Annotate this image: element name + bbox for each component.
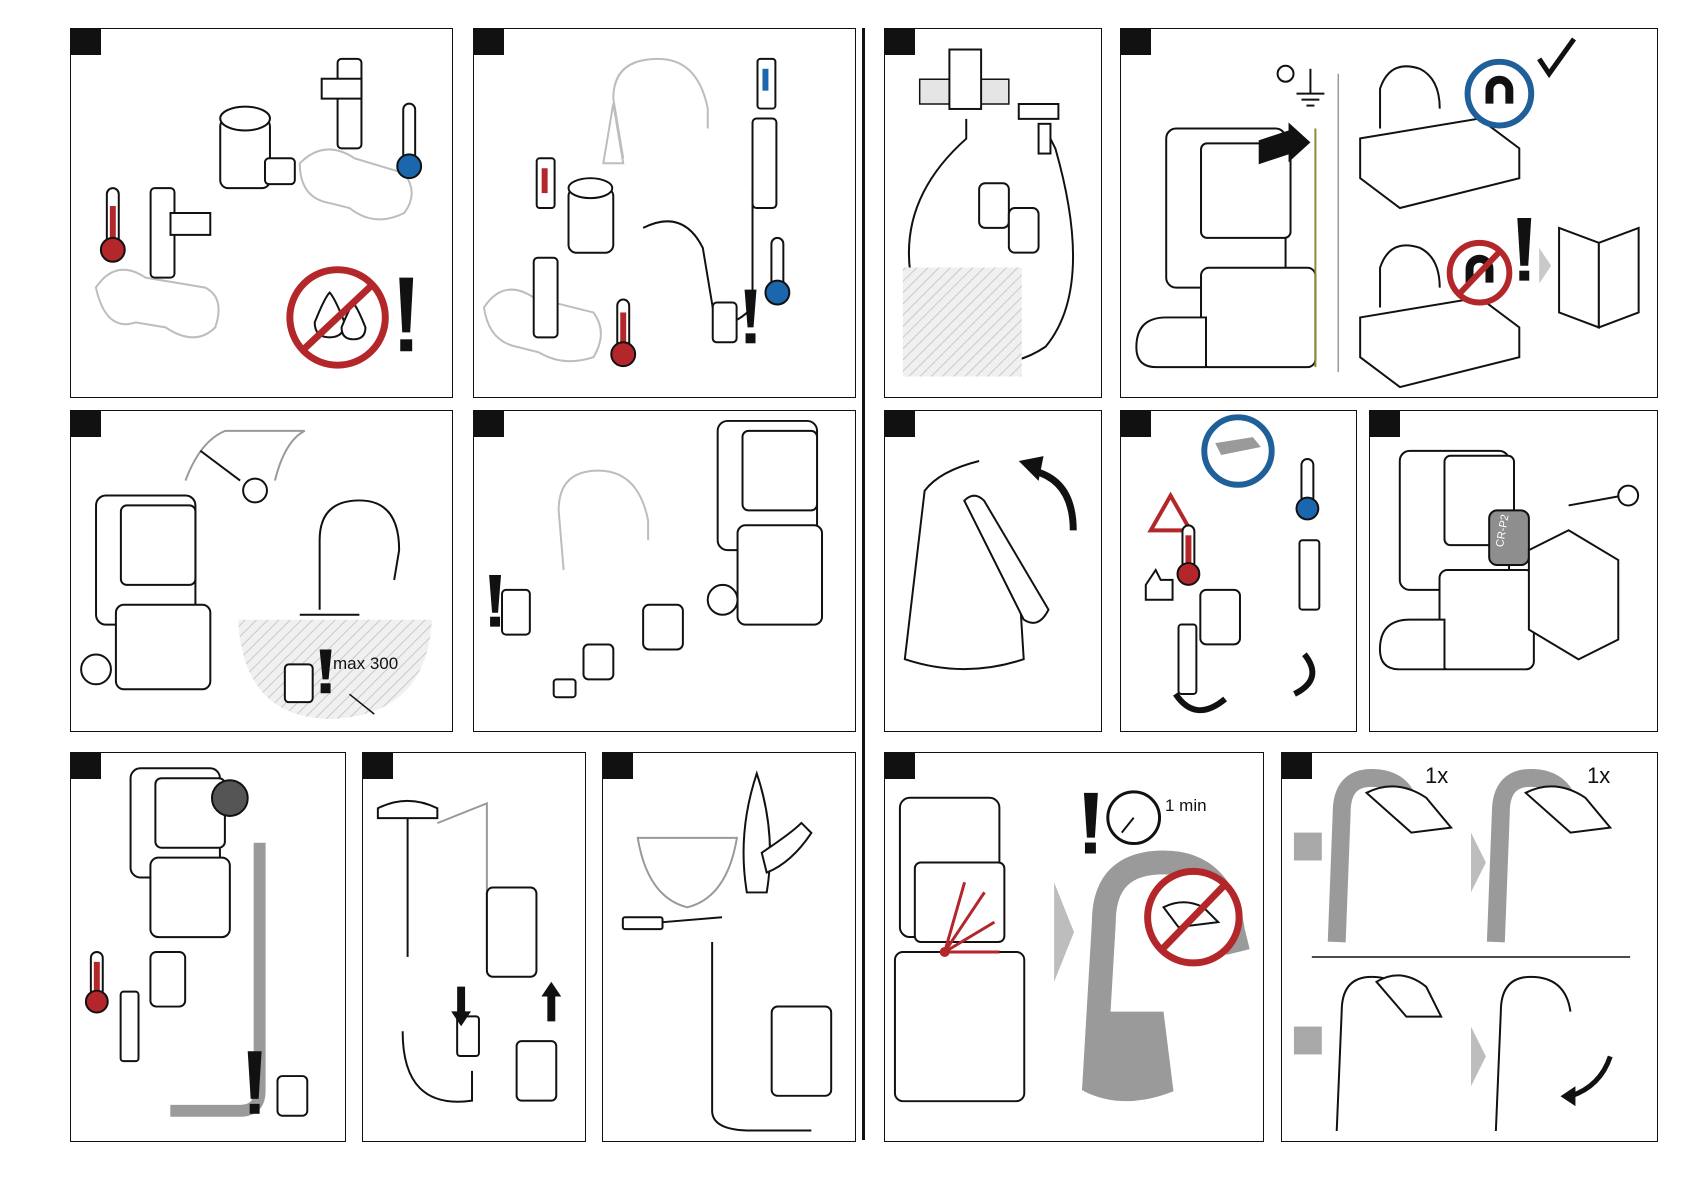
row-a-marker <box>1294 833 1322 861</box>
thermometer-hot-icon <box>101 188 125 262</box>
connector-nut-icon <box>277 1076 307 1116</box>
t-connector-left <box>151 188 211 278</box>
valve-assembly <box>121 952 186 1061</box>
screw-icon <box>1569 486 1639 506</box>
magnet-ok-icon <box>1468 62 1532 126</box>
step-panel-valve-connection <box>70 28 453 398</box>
stopwatch-icon <box>1108 792 1160 844</box>
faucet-spout <box>744 773 812 892</box>
magnet-prohibited-icon <box>1450 243 1510 303</box>
next-step-arrow-icon <box>1539 248 1551 284</box>
wait-time-label: 1 min <box>1165 796 1207 816</box>
warning-exclamation-icon <box>489 575 501 627</box>
grab-hand-icon <box>1376 975 1441 1016</box>
warning-exclamation-icon <box>1517 218 1531 281</box>
cold-hose-icon <box>757 59 775 109</box>
step-panel-temperature-check <box>1120 410 1357 732</box>
row-b-marker <box>1294 1027 1322 1055</box>
warning-exclamation-icon <box>1084 793 1098 854</box>
touch-hand-icon <box>1526 786 1611 832</box>
thermometer-cold-icon <box>397 104 421 179</box>
step-panel-grounding <box>1120 28 1658 398</box>
spray-info-icon <box>1204 417 1271 484</box>
thumbs-up-icon <box>1146 570 1173 600</box>
valve-assembly <box>1179 540 1320 694</box>
connector-parts <box>554 605 683 697</box>
thermostat-valve <box>569 178 614 253</box>
thermometer-hot-icon <box>1178 525 1200 584</box>
screw-icon <box>200 451 267 503</box>
angle-valve-ghost-right <box>300 149 412 219</box>
step-panel-lever <box>884 410 1102 732</box>
step-panel-calibration-wait: 1 min <box>884 752 1264 1142</box>
filter-icon <box>502 590 530 635</box>
max-height-label: max 300 <box>333 654 398 674</box>
press-count-label-a: 1x <box>1425 763 1448 789</box>
thermometer-hot-icon <box>611 300 635 367</box>
filter-screen-icon <box>212 780 248 816</box>
step-panel-touch-operation: 1x 1x <box>1281 752 1658 1142</box>
cabinet-wall <box>185 431 304 481</box>
faucet-ghost <box>559 471 648 570</box>
checkmark-icon <box>1539 39 1574 74</box>
t-connector <box>534 258 558 338</box>
page-center-divider <box>862 28 865 1140</box>
thermometer-hot-icon <box>86 952 108 1013</box>
wall-clip <box>979 183 1038 252</box>
cabinet-edge <box>437 803 487 962</box>
cable-plug <box>623 917 722 929</box>
faucet-outline-b2 <box>1496 977 1571 1131</box>
control-box <box>81 495 210 689</box>
thermostat-valve <box>220 107 295 189</box>
thermometer-cold-icon <box>765 238 789 305</box>
faucet-ghost <box>603 59 707 163</box>
t-connector-right <box>753 119 777 209</box>
step-panel-wall-mount: max 300 <box>70 410 453 732</box>
arrow-up-icon <box>541 982 561 1022</box>
thermometer-cold-icon <box>1297 459 1319 519</box>
control-box <box>772 1007 832 1096</box>
step-panel-hose-connection <box>473 28 856 398</box>
angle-valve-ghost-left <box>96 270 219 338</box>
sensor-module <box>285 664 313 702</box>
step-panel-cover-battery: CR-P2 <box>1369 410 1658 732</box>
faucet-base <box>378 801 437 957</box>
faucet-body <box>905 461 1049 669</box>
hot-hose-icon <box>537 158 555 208</box>
control-box <box>895 798 1024 1101</box>
step-panel-quick-connector <box>362 752 586 1142</box>
sink-edge <box>638 838 737 907</box>
next-step-arrow-icon <box>1471 1027 1486 1087</box>
control-box <box>1136 128 1315 367</box>
manual-booklet-icon <box>1559 228 1639 327</box>
control-box <box>708 421 822 625</box>
countertop-section <box>920 50 1009 109</box>
press-count-label-b: 1x <box>1587 763 1610 789</box>
ground-symbol-icon <box>1278 66 1325 106</box>
pull-arrow-icon <box>1561 1056 1611 1106</box>
hot-surface-warning-icon <box>1151 496 1191 531</box>
warning-exclamation-icon <box>745 290 757 344</box>
hatched-area <box>903 267 1022 376</box>
t-connector-right <box>322 59 362 149</box>
faucet-icon <box>300 500 399 614</box>
step-panel-sensor-cable <box>602 752 856 1142</box>
no-water-drops-icon <box>290 270 385 365</box>
outlet-hose <box>643 188 752 322</box>
next-step-arrow-icon <box>1054 882 1074 981</box>
rotate-arrow-icon <box>1019 456 1073 530</box>
step-panel-filter-hose <box>70 752 346 1142</box>
filter-ghost <box>713 303 737 343</box>
step-panel-box-connections <box>473 410 856 732</box>
cover-plate <box>1529 530 1618 659</box>
touch-hand-icon <box>1367 786 1452 832</box>
warning-exclamation-icon <box>248 1051 262 1114</box>
warning-exclamation-icon <box>399 278 413 352</box>
no-hand-icon <box>1148 871 1240 963</box>
cable-plug <box>1019 104 1059 154</box>
step-panel-mounting <box>884 28 1102 398</box>
next-step-arrow-icon <box>1471 833 1486 893</box>
control-box <box>487 888 537 977</box>
